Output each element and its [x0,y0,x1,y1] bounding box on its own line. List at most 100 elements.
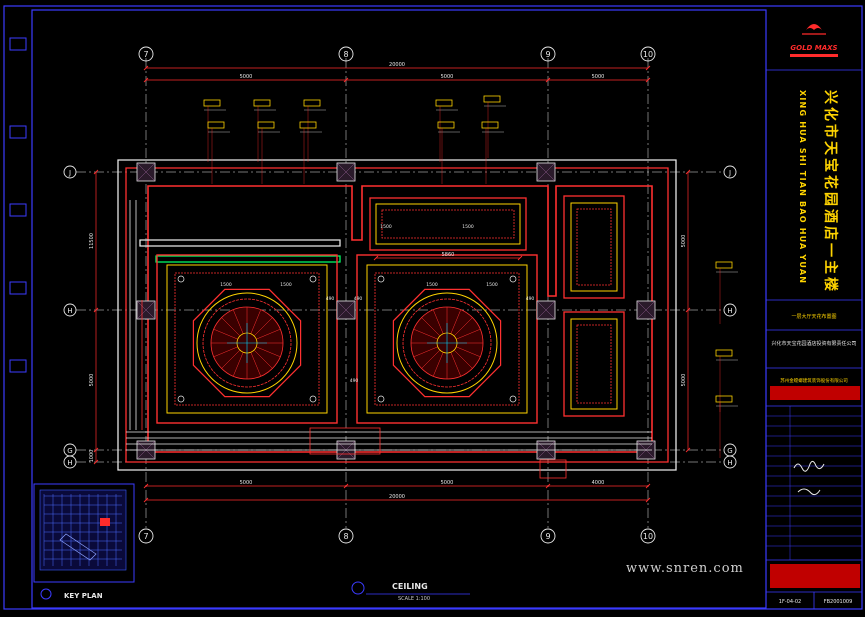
designer-name: 苏州金螳螂建筑装饰股份有限公司 [780,377,848,384]
dim-tick [143,77,149,83]
downlight [177,395,185,403]
coffer-octagon [392,288,502,398]
panel-length-label: 1500 [486,282,498,288]
key-plan-title: KEY PLAN [64,592,103,600]
coffer-rib [413,346,438,358]
coffer-rib [256,328,281,340]
coffer-rib [253,317,273,337]
brand-name: GOLD MAXS [790,44,837,52]
drawing-title: CEILING [392,582,428,591]
dim-tick [93,447,99,453]
downlight [509,395,517,403]
fixture-tag [483,95,501,103]
panel-length-label: 1500 [220,282,232,288]
coffer-ring [196,292,298,394]
panel-length-label: 1500 [426,282,438,288]
grid-bubble-top [138,46,154,62]
dim-label: 5860 [442,252,455,258]
panel-length-label: 1500 [280,282,292,288]
coffer-rib [432,309,444,334]
dim-tick [645,77,651,83]
dim-tick [545,77,551,83]
grid-label-bottom: 9 [545,532,550,541]
coffer-rib [250,309,262,334]
offset-label: 490 [526,296,535,302]
key-plan-wing [59,533,97,561]
fixture-tag [257,121,275,129]
coffer-frame [166,264,328,414]
dim-label: 4000 [592,480,605,486]
downlight [377,275,385,283]
grid-label-top: 10 [643,50,653,59]
fixture-tag [207,121,225,129]
offset-label: 490 [354,296,363,302]
sheet-border [3,5,863,610]
grid-label-left: G [67,447,72,455]
fixture-tag [481,121,499,129]
coffer-rib [256,346,281,358]
top-panel [369,197,527,251]
grid-label-right: J [728,169,731,177]
dim-tick [143,65,149,71]
dim-tick [93,459,99,465]
grid-bubble-bottom [540,528,556,544]
coffer-trim [374,272,520,406]
dim-tick [93,307,99,313]
dim-tick [685,307,691,313]
key-plan-marker [100,518,110,526]
coffer [156,254,338,424]
grid-bubble-right [723,165,737,179]
dim-label-vertical: 11500 [89,233,95,249]
coffer-rib [213,346,238,358]
dim-label: 5000 [240,480,253,486]
coffer-rib [253,349,273,369]
grid-label-top: 9 [545,50,550,59]
fixture-tag [303,99,321,107]
dim-tick [645,65,651,71]
grid-label-top: 8 [343,50,348,59]
downlight [309,275,317,283]
grid-bubble-bottom [138,528,154,544]
coffer-rib [213,328,238,340]
drawing-frame [31,9,767,609]
dim-tick [645,497,651,503]
watermark: www.snren.com [626,561,744,576]
fixture-tag [715,261,733,269]
coffer-rib [432,352,444,377]
coffer-frame [366,264,528,414]
coffer-outer [156,254,338,424]
binding-margin [9,37,27,373]
drawing-number: 1F-04-02 [779,599,801,605]
dim-label-vertical: 5000 [89,374,95,387]
dim-tick [343,77,349,83]
panel-length-label: 1500 [462,224,474,230]
grid-bubble-top [640,46,656,62]
coffer [356,254,538,424]
drawing-title-block: CEILING SCALE 1:100 [351,581,470,602]
coffer-outer [356,254,538,424]
column-hatch [336,162,356,182]
drawing-scale: SCALE 1:100 [398,596,430,602]
dim-label-vertical: 5000 [681,235,687,248]
dim-label: 20000 [389,494,405,500]
dim-tick [645,483,651,489]
offset-label: 490 [350,378,359,384]
coffer-rib [456,328,481,340]
column-hatch [136,162,156,182]
dim-tick [685,447,691,453]
coffer-ring [396,292,498,394]
coffer-rib [232,352,244,377]
grid-bubble-bottom [640,528,656,544]
dim-tick [373,255,379,261]
sheet-name: 一层大厅天花布置图 [791,313,836,320]
coffer-rib [421,317,441,337]
grid-label-right: H [727,307,732,315]
grid-label-bottom: 7 [143,532,148,541]
coffer-rib [250,352,262,377]
grid-label-left: J [68,169,71,177]
grid-bubble-top [338,46,354,62]
grid-bubble-left [63,165,77,179]
coffer-rib [453,349,473,369]
dim-tick [93,169,99,175]
